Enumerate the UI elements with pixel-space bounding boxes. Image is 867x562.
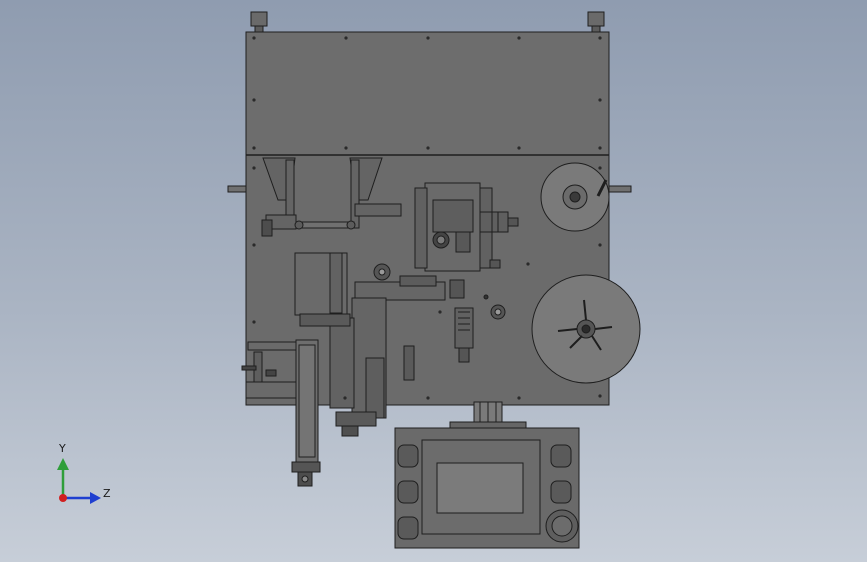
feed-mechanism: [294, 252, 474, 419]
support-column: [449, 401, 527, 429]
emergency-stop-knob[interactable]: [545, 509, 579, 543]
hmi-screen[interactable]: [436, 462, 524, 514]
y-axis-label: Y: [59, 442, 66, 455]
lower-clamp: [335, 411, 377, 437]
hopper-mechanism: [261, 157, 402, 237]
left-side-shaft: [227, 185, 247, 193]
cover-screws: [252, 36, 602, 150]
origin-dot: [59, 494, 67, 502]
upper-tape-reel: [540, 162, 610, 232]
guide-pulleys: [373, 263, 506, 320]
right-side-shaft: [608, 185, 632, 193]
left-guide-rails: [241, 341, 297, 399]
cutter-block: [414, 182, 519, 272]
top-left-knob: [250, 11, 268, 33]
vertical-cylinder: [291, 339, 321, 487]
coordinate-triad: [57, 458, 101, 504]
lower-tape-reel: [531, 274, 641, 384]
upper-cover-plate: [245, 31, 610, 156]
top-right-knob: [587, 11, 605, 33]
base-screws: [252, 166, 602, 400]
control-panel[interactable]: [394, 427, 580, 549]
panel-buttons[interactable]: [397, 444, 572, 540]
z-axis-label: Z: [103, 487, 111, 500]
